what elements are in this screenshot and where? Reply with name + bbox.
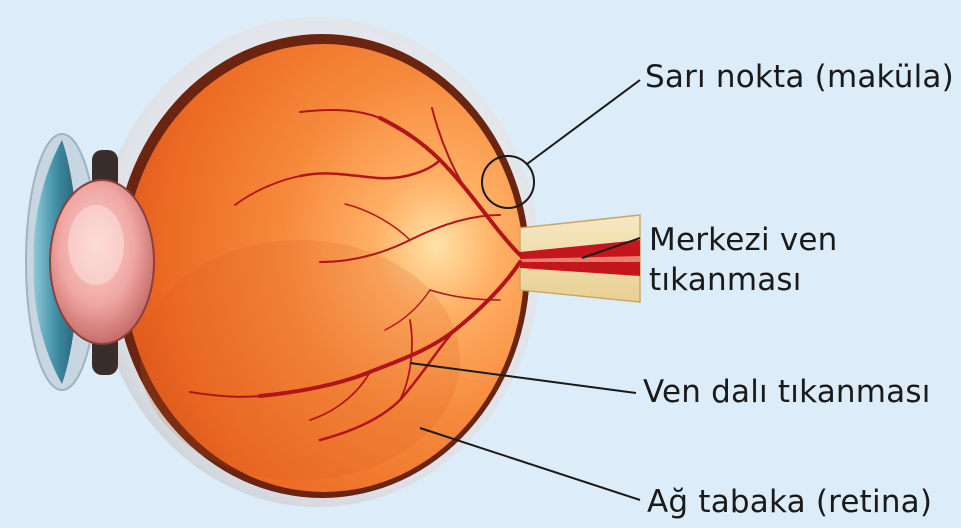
label-retina: Ağ tabaka (retina) (647, 482, 932, 522)
label-macula: Sarı nokta (maküla) (645, 57, 954, 97)
leader-retina (420, 428, 640, 500)
label-branch-vein-occlusion: Ven dalı tıkanması (643, 372, 931, 412)
leader-macula (527, 80, 640, 164)
label-central-vein-occlusion: Merkezi ven tıkanması (649, 220, 838, 300)
label-central-vein-line2: tıkanması (649, 260, 838, 300)
label-central-vein-line1: Merkezi ven (649, 222, 838, 258)
